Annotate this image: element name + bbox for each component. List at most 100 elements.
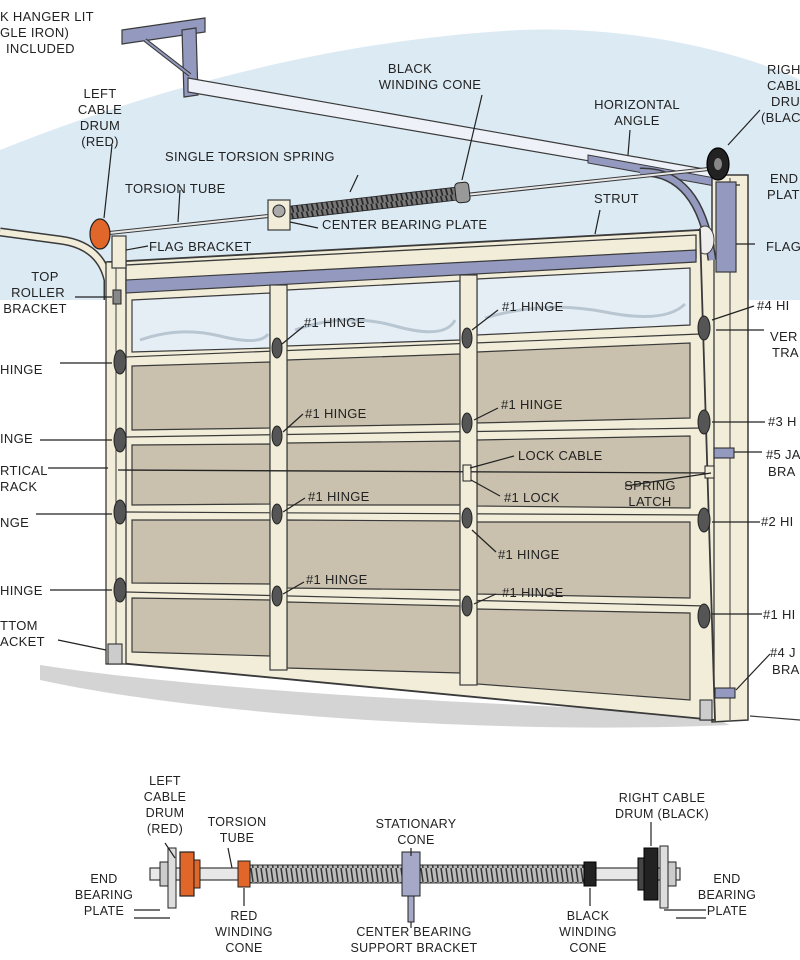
label-end-plate: END PLAT bbox=[767, 171, 800, 202]
svg-text:K HANGER LIT: K HANGER LIT bbox=[0, 9, 94, 24]
label-hinge-left-1: HINGE bbox=[0, 362, 43, 377]
svg-text:DRUM: DRUM bbox=[80, 118, 120, 133]
label-center-bearing-plate: CENTER BEARING PLATE bbox=[322, 217, 487, 232]
left-cable-drum-shape bbox=[89, 218, 111, 250]
svg-text:#4 J: #4 J bbox=[770, 645, 796, 660]
svg-text:#1 HINGE: #1 HINGE bbox=[308, 489, 370, 504]
svg-text:WINDING: WINDING bbox=[559, 925, 617, 939]
label-flag-bracket: FLAG BRACKET bbox=[149, 239, 252, 254]
svg-text:#1 HINGE: #1 HINGE bbox=[306, 572, 368, 587]
bottom-black-drum bbox=[643, 847, 659, 901]
svg-text:ROLLER: ROLLER bbox=[11, 285, 65, 300]
svg-text:BLACK: BLACK bbox=[388, 61, 432, 76]
svg-text:WINDING: WINDING bbox=[215, 925, 273, 939]
svg-text:CABLE: CABLE bbox=[144, 790, 187, 804]
svg-text:DRU: DRU bbox=[771, 94, 800, 109]
jamb4-bracket-shape bbox=[714, 687, 736, 699]
right-flag-bracket-shape bbox=[715, 181, 737, 273]
svg-text:WINDING CONE: WINDING CONE bbox=[379, 77, 482, 92]
svg-text:END: END bbox=[713, 872, 740, 886]
svg-text:#1 HINGE: #1 HINGE bbox=[304, 315, 366, 330]
svg-text:RED: RED bbox=[230, 909, 257, 923]
svg-text:#1 HINGE: #1 HINGE bbox=[502, 299, 564, 314]
panel-grid bbox=[131, 342, 691, 701]
svg-text:END: END bbox=[770, 171, 798, 186]
svg-text:LEFT: LEFT bbox=[84, 86, 117, 101]
svg-text:BRA: BRA bbox=[768, 464, 796, 479]
label-jamb-5: #5 JA BRA bbox=[766, 447, 800, 479]
svg-text:#1 HINGE: #1 HINGE bbox=[305, 406, 367, 421]
lock-cable-line bbox=[117, 469, 713, 474]
svg-text:#1 HINGE: #1 HINGE bbox=[498, 547, 560, 562]
svg-text:SPRING: SPRING bbox=[624, 478, 676, 493]
bottom-red-cone bbox=[237, 860, 251, 888]
svg-text:ANGLE: ANGLE bbox=[614, 113, 660, 128]
hinges bbox=[113, 315, 711, 629]
svg-text:CABL: CABL bbox=[767, 78, 800, 93]
label-hinge-2-right: #2 HI bbox=[761, 514, 794, 529]
svg-text:LEFT: LEFT bbox=[149, 774, 181, 788]
bottom-red-drum bbox=[179, 851, 195, 897]
label-hinge-3-right: #3 H bbox=[768, 414, 797, 429]
label-torsion-tube: TORSION TUBE bbox=[125, 181, 226, 196]
svg-text:(RED): (RED) bbox=[147, 822, 183, 836]
label-lock-cable: LOCK CABLE bbox=[518, 448, 603, 463]
svg-text:BEARING: BEARING bbox=[698, 888, 756, 902]
hinge-labels: #1 HINGE #1 HINGE #1 HINGE #1 HINGE #1 H… bbox=[304, 299, 564, 600]
label-right-cable-drum: RIGH CABL DRU (BLAC bbox=[761, 62, 800, 125]
svg-text:RTICAL: RTICAL bbox=[0, 463, 48, 478]
label-bottom-bracket: TTOM ACKET bbox=[0, 618, 45, 649]
label-left-cable-drum: LEFT CABLE DRUM (RED) bbox=[78, 86, 122, 149]
label-hinge-left-3: NGE bbox=[0, 515, 29, 530]
svg-text:#5 JA: #5 JA bbox=[766, 447, 800, 462]
svg-text:BRACKET: BRACKET bbox=[3, 301, 67, 316]
bottom-label-black-winding-cone: BLACK WINDING CONE bbox=[559, 909, 617, 955]
svg-text:DRUM: DRUM bbox=[146, 806, 185, 820]
bottom-black-cone bbox=[583, 861, 597, 887]
label-hinge-left-4: HINGE bbox=[0, 583, 43, 598]
svg-text:TTOM: TTOM bbox=[0, 618, 38, 633]
svg-text:TOP: TOP bbox=[31, 269, 58, 284]
svg-text:PLAT: PLAT bbox=[767, 187, 800, 202]
svg-text:TRA: TRA bbox=[772, 345, 799, 360]
bottom-label-right-cable-drum: RIGHT CABLE DRUM (BLACK) bbox=[615, 791, 709, 821]
lock-block bbox=[462, 464, 472, 482]
svg-text:CONE: CONE bbox=[569, 941, 606, 955]
label-spring-latch: SPRING LATCH bbox=[624, 478, 676, 509]
svg-text:#1 HINGE: #1 HINGE bbox=[502, 585, 564, 600]
label-flag-right: FLAG bbox=[766, 239, 800, 254]
svg-text:CENTER BEARING: CENTER BEARING bbox=[356, 925, 471, 939]
svg-text:VER: VER bbox=[770, 329, 798, 344]
bottom-label-center-bearing-support: CENTER BEARING SUPPORT BRACKET bbox=[351, 925, 478, 955]
svg-text:(BLAC: (BLAC bbox=[761, 110, 800, 125]
label-horizontal-angle: HORIZONTAL ANGLE bbox=[594, 97, 680, 128]
svg-text:ACKET: ACKET bbox=[0, 634, 45, 649]
svg-text:TUBE: TUBE bbox=[220, 831, 255, 845]
label-vertical-track-left: RTICAL RACK bbox=[0, 463, 48, 494]
label-lock-1: #1 LOCK bbox=[504, 490, 560, 505]
bottom-label-red-winding-cone: RED WINDING CONE bbox=[215, 909, 273, 955]
svg-text:LATCH: LATCH bbox=[628, 494, 671, 509]
sky-backdrop bbox=[0, 29, 800, 300]
bottom-assembly bbox=[134, 822, 706, 928]
svg-text:(RED): (RED) bbox=[81, 134, 119, 149]
leader-lines bbox=[36, 94, 771, 691]
label-single-torsion-spring: SINGLE TORSION SPRING bbox=[165, 149, 335, 164]
bottom-stationary-cone bbox=[401, 851, 421, 897]
window-row bbox=[131, 267, 691, 353]
label-hanger: K HANGER LIT GLE IRON) INCLUDED bbox=[0, 9, 94, 56]
label-hinge-1-right: #1 HI bbox=[763, 607, 796, 622]
ground-shadow bbox=[40, 665, 730, 728]
svg-text:RIGHT CABLE: RIGHT CABLE bbox=[619, 791, 705, 805]
label-strut: STRUT bbox=[594, 191, 639, 206]
bottom-label-end-bearing-left: END BEARING PLATE bbox=[75, 872, 133, 918]
svg-text:TORSION: TORSION bbox=[208, 815, 267, 829]
svg-text:CONE: CONE bbox=[225, 941, 262, 955]
svg-text:END: END bbox=[90, 872, 117, 886]
top-roller-bracket-shape bbox=[112, 289, 122, 305]
bottom-bracket-shape bbox=[107, 643, 123, 665]
bottom-label-left-cable-drum: LEFT CABLE DRUM (RED) bbox=[144, 774, 187, 836]
svg-text:BEARING: BEARING bbox=[75, 888, 133, 902]
svg-text:#1 HINGE: #1 HINGE bbox=[501, 397, 563, 412]
